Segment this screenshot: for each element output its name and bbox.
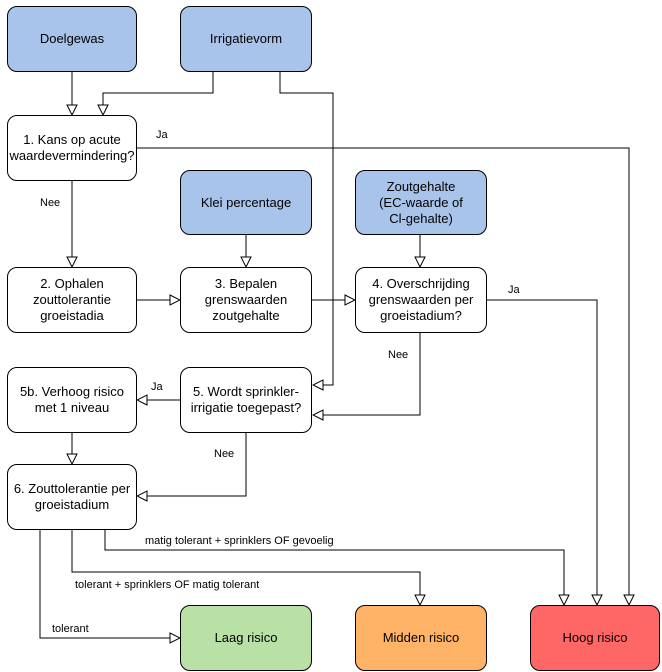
node-laag-risico: Laag risico — [180, 605, 312, 671]
edge-label-ja-sprinkler: Ja — [151, 381, 163, 393]
node-hoog-risico: Hoog risico — [530, 605, 660, 671]
node-verhoog-risico: 5b. Verhoog risico met 1 niveau — [7, 367, 137, 433]
node-doelgewas: Doelgewas — [7, 6, 137, 72]
node-midden-risico: Midden risico — [355, 605, 487, 671]
edge-irrigatievorm-kans — [103, 72, 214, 115]
node-zoutgehalte: Zoutgehalte (EC-waarde of Cl-gehalte) — [355, 170, 487, 235]
edge-label-tolerant: tolerant — [52, 623, 89, 635]
edge-label-nee-overschrijding: Nee — [388, 349, 409, 361]
node-klei-percentage: Klei percentage — [180, 170, 312, 235]
edge-overschrijding-hoog — [487, 299, 597, 605]
node-ophalen-zouttolerantie: 2. Ophalen zouttolerantie groeistadia — [7, 267, 137, 333]
node-bepalen-grenswaarden: 3. Bepalen grenswaarden zoutgehalte — [180, 267, 312, 333]
node-kans-op-acute-waardevermindering: 1. Kans op acute waardevermindering? — [7, 115, 137, 181]
edge-label-ja-overschrijding: Ja — [508, 284, 520, 296]
node-sprinkler-irrigatie: 5. Wordt sprinkler- irrigatie toegepast? — [180, 367, 312, 433]
edge-label-tolerant-sprinklers: tolerant + sprinklers OF matig tolerant — [75, 579, 260, 591]
node-overschrijding-grenswaarden: 4. Overschrijding grenswaarden per groei… — [355, 267, 487, 333]
edge-label-nee-kans: Nee — [40, 197, 61, 209]
edge-kans-hoog — [137, 147, 629, 605]
edge-label-ja-kans: Ja — [156, 129, 168, 141]
node-irrigatievorm: Irrigatievorm — [180, 6, 312, 72]
edge-overschrijding-sprinkler — [313, 333, 421, 415]
edge-label-matig-tolerant: matig tolerant + sprinklers OF gevoelig — [145, 535, 334, 547]
edge-zouttolerantie-laag — [39, 530, 180, 638]
edge-zouttolerantie-midden — [71, 530, 420, 605]
node-zouttolerantie-per-groeistadium: 6. Zouttolerantie per groeistadium — [7, 464, 137, 530]
edge-irrigatievorm-sprinkler — [279, 72, 334, 385]
edge-zouttolerantie-hoog — [104, 530, 564, 605]
edge-label-nee-sprinkler: Nee — [214, 448, 235, 460]
edge-sprinkler-zouttolerantie — [137, 433, 247, 496]
